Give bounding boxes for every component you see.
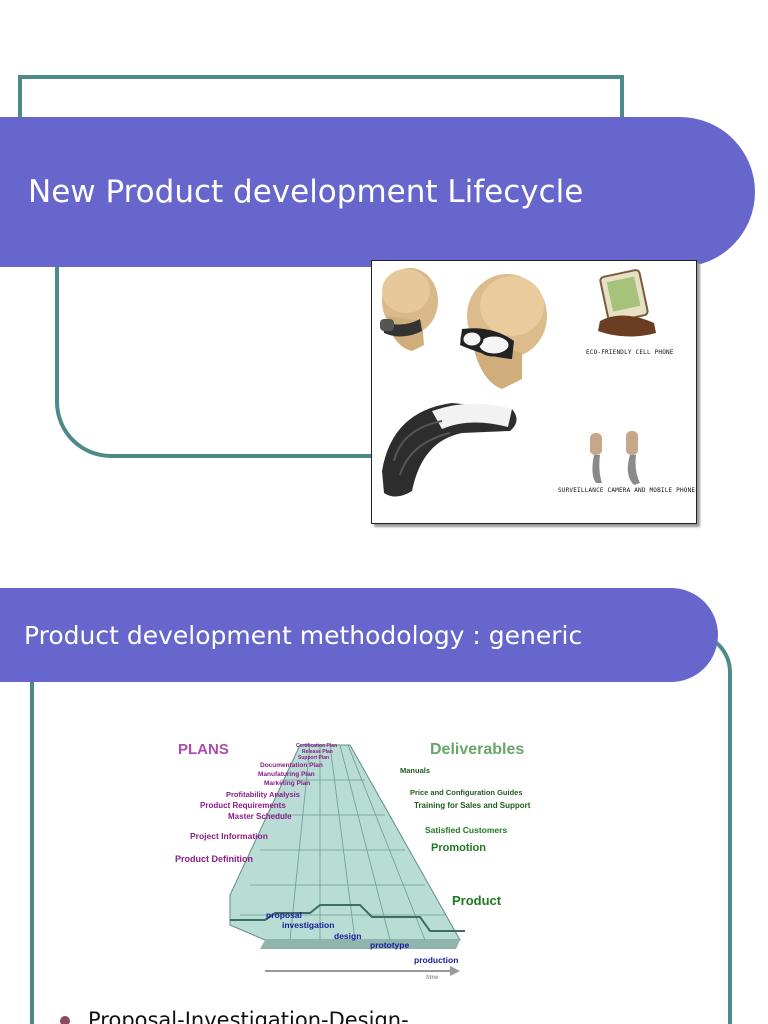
time-axis-label: time [426, 975, 439, 981]
surveillance-caption: SURVEILLANCE CAMERA AND MOBILE PHONE [558, 487, 696, 494]
deliverable-item: Product [452, 893, 502, 908]
staircase-base [260, 940, 460, 949]
plan-item: Profitability Analysis [226, 790, 300, 799]
plan-item: Master Schedule [228, 812, 292, 821]
slide2-title-bar: Product development methodology : generi… [0, 588, 718, 682]
wearable-device-image [382, 403, 517, 497]
deliverable-item: Promotion [431, 842, 486, 854]
eco-friendly-phone-image [598, 269, 656, 337]
eco-phone-caption: ECO-FRIENDLY CELL PHONE [586, 349, 674, 356]
slide1-title: New Product development Lifecycle [28, 174, 584, 210]
plans-heading: PLANS [178, 741, 229, 758]
plan-item: Support Plan [298, 755, 330, 761]
methodology-diagram: PLANS Deliverables Certification Plan Re… [160, 735, 580, 985]
phase-steps-line [230, 904, 465, 932]
deliverable-item: Satisfied Customers [425, 825, 508, 835]
plan-item: Release Plan [302, 749, 333, 755]
deliverable-item: Price and Configuration Guides [410, 788, 523, 797]
plan-item: Product Requirements [200, 801, 286, 810]
phase-label: prototype [370, 940, 410, 950]
plan-item: Project Information [190, 831, 268, 841]
phase-label: investigation [282, 920, 335, 930]
bullet-text: Proposal-Investigation-Design- [88, 1008, 409, 1024]
slide1-title-underline [0, 262, 380, 265]
slide2-frame-right [728, 680, 732, 1024]
phase-label: design [334, 931, 362, 941]
plan-item: Documentation Plan [260, 762, 323, 769]
time-arrow-head [450, 966, 460, 976]
plan-item: Marketing Plan [264, 780, 311, 787]
slide2-title-underline [0, 676, 680, 679]
deliverable-item: Training for Sales and Support [414, 801, 531, 810]
staircase-grid [240, 744, 445, 941]
slide2-title: Product development methodology : generi… [24, 620, 583, 650]
bullet-dot [60, 1016, 70, 1024]
plan-item: Manufaturing Plan [258, 771, 315, 778]
head-with-goggles-2-image [460, 274, 547, 389]
deliverable-item: Manuals [400, 766, 431, 775]
phase-label: production [414, 955, 459, 965]
phase-label: proposal [266, 910, 302, 920]
slide2-frame-left [30, 676, 34, 1024]
product-photos-svg [380, 268, 656, 497]
head-with-goggles-1-image [380, 268, 438, 351]
deliverables-heading: Deliverables [430, 741, 525, 758]
surveillance-camera-image [590, 431, 640, 485]
plan-item: Certification Plan [296, 743, 338, 749]
staircase-svg [229, 744, 465, 976]
product-photo-collage: ECO-FRIENDLY CELL PHONE SURVEILLANCE CAM… [371, 260, 697, 524]
slide1-title-bar: New Product development Lifecycle [0, 117, 755, 267]
plan-item: Product Definition [175, 854, 253, 864]
slide1-frame-top [18, 75, 624, 155]
slide1-frame-bottom [55, 240, 615, 458]
